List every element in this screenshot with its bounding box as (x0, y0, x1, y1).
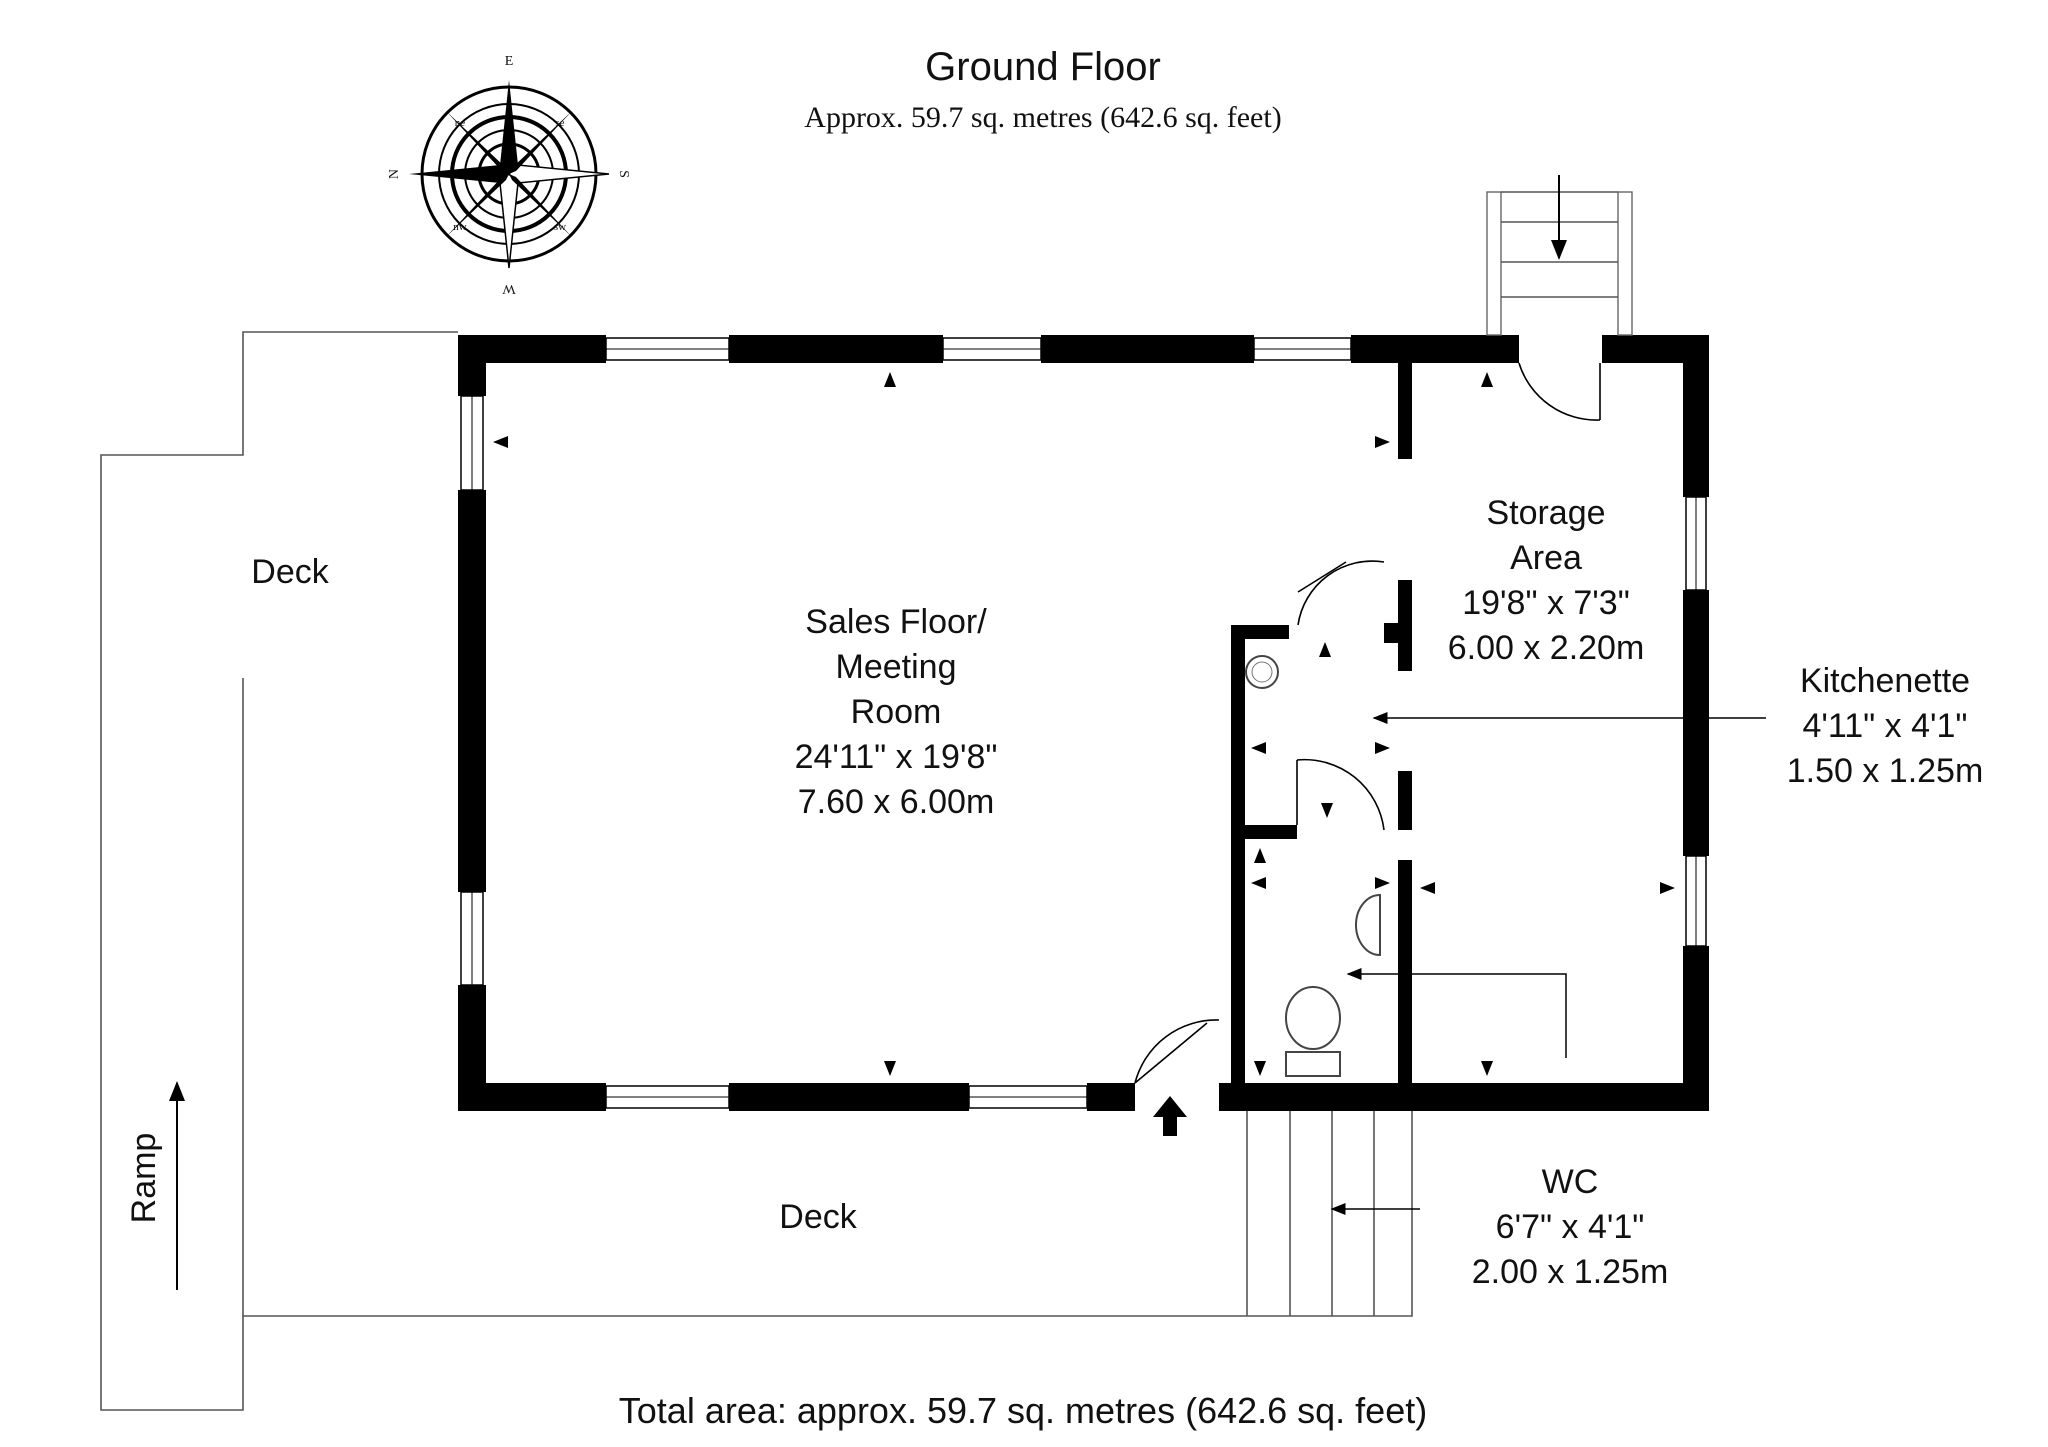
compass-label-s: S (616, 170, 631, 178)
compass-label-ne: ne (455, 117, 466, 129)
wc-name: WC (1542, 1163, 1599, 1201)
storage-line1: Storage (1486, 494, 1605, 532)
sales-floor-metric: 7.60 x 6.00m (798, 783, 995, 821)
total-area-footer: Total area: approx. 59.7 sq. metres (642… (619, 1390, 1427, 1431)
ramp-label: Ramp (125, 1133, 163, 1224)
deck-outline (100, 331, 1413, 1411)
wc-metric: 2.00 x 1.25m (1472, 1253, 1669, 1291)
storage-metric: 6.00 x 2.20m (1448, 629, 1645, 667)
wc-basin-icon (1355, 893, 1381, 957)
compass-label-se: se (555, 117, 564, 129)
floor-area-subtitle: Approx. 59.7 sq. metres (642.6 sq. feet) (804, 101, 1281, 134)
sales-floor-line3: Room (851, 693, 942, 731)
kitchenette-imperial: 4'11" x 4'1" (1802, 707, 1967, 745)
pointer-lines (1330, 712, 1766, 1215)
kitchenette-name: Kitchenette (1800, 662, 1970, 700)
windows (460, 337, 1707, 1109)
measurement-markers (493, 372, 1675, 1076)
compass-label-n: N (387, 169, 402, 179)
storage-line2: Area (1510, 539, 1582, 577)
toilet-icon (1285, 986, 1341, 1077)
room-label-storage: Storage Area 19'8" x 7'3" 6.00 x 2.20m (1448, 494, 1645, 667)
deck-label-top: Deck (251, 553, 329, 591)
external-steps (1486, 175, 1633, 336)
wc-imperial: 6'7" x 4'1" (1496, 1208, 1645, 1246)
exterior-walls (458, 335, 1709, 1111)
storage-imperial: 19'8" x 7'3" (1462, 584, 1630, 622)
sales-floor-imperial: 24'11" x 19'8" (795, 738, 998, 776)
interior-walls (1231, 363, 1412, 1088)
kitchenette-metric: 1.50 x 1.25m (1787, 752, 1984, 790)
deck-label-bottom: Deck (779, 1198, 857, 1236)
room-label-sales-floor: Sales Floor/ Meeting Room 24'11" x 19'8"… (795, 603, 998, 821)
doors (1134, 362, 1601, 1084)
sink-icon (1245, 655, 1279, 689)
compass-rose-icon: E W N S ne se sw nw (387, 54, 631, 296)
sales-floor-line2: Meeting (836, 648, 957, 686)
entrance-arrow-icon (1153, 1096, 1187, 1136)
sales-floor-line1: Sales Floor/ (805, 603, 987, 641)
room-label-wc: WC 6'7" x 4'1" 2.00 x 1.25m (1472, 1163, 1669, 1291)
compass-label-w: W (502, 281, 516, 296)
floor-title: Ground Floor (925, 45, 1161, 89)
compass-label-nw: nw (453, 221, 467, 233)
compass-label-e: E (505, 54, 514, 69)
room-label-kitchenette: Kitchenette 4'11" x 4'1" 1.50 x 1.25m (1787, 662, 1984, 790)
compass-label-sw: sw (554, 221, 566, 233)
